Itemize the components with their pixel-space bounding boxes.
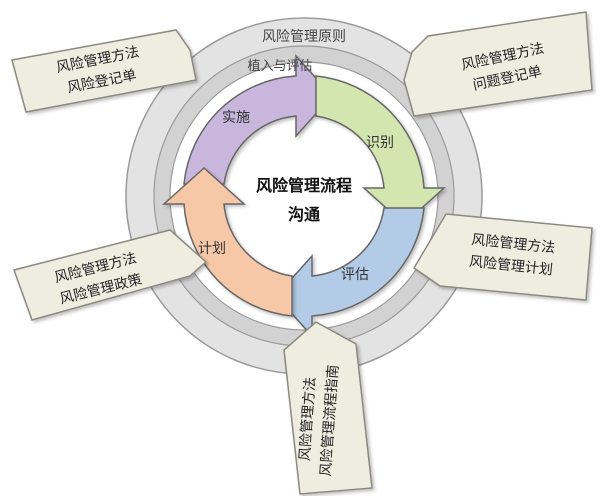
note-right: 风险管理方法 风险管理计划: [412, 213, 593, 301]
cycle-arrow-plan: [162, 166, 293, 317]
segment-label-assess: 评估: [341, 267, 369, 283]
center-title: 风险管理流程: [256, 176, 352, 195]
note-bottom: 风险管理方法 风险管理流程指南: [283, 321, 373, 495]
segment-label-implement: 实施: [222, 110, 250, 126]
center-subtitle: 沟通: [288, 205, 320, 224]
cycle-arrow-identify: [315, 75, 446, 226]
inner-ring-label: 植入与评估: [247, 59, 312, 74]
segment-label-identify: 识别: [366, 135, 394, 151]
segment-label-plan: 计划: [198, 241, 226, 257]
note-top-left: 风险管理方法 风险登记单: [11, 29, 197, 113]
note-bottom-line1: 风险管理方法: [297, 377, 319, 462]
note-bottom-line2: 风险管理流程指南: [318, 364, 342, 477]
cycle-arrow-implement: [183, 54, 334, 185]
note-top-right: 风险管理方法 问题登记单: [403, 11, 593, 117]
outer-ring-label: 风险管理原则: [262, 29, 346, 45]
